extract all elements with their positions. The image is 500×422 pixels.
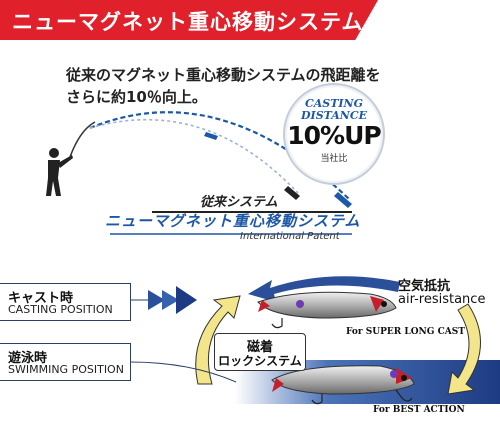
description: 従来のマグネット重心移動システムの飛距離を さらに約10％向上。: [66, 64, 396, 108]
swimming-position-label: 遊泳時 SWIMMING POSITION: [0, 343, 131, 381]
casting-arrow-2: [162, 290, 179, 310]
new-system-label: ニューマグネット重心移動システム: [105, 212, 361, 230]
badge-line-2: DISTANCE: [301, 109, 367, 122]
swimming-hook-1: [311, 394, 323, 405]
swimming-label-jp: 遊泳時: [8, 351, 48, 366]
legacy-system-tag: 従来システム: [152, 191, 352, 213]
angler-figure: [46, 148, 73, 196]
air-resistance-arrow: [248, 276, 400, 302]
lure-marker-new: [334, 192, 352, 208]
casting-arrow-1: [148, 290, 165, 310]
badge-line-1: CASTING: [304, 97, 363, 110]
swimming-label-en: SWIMMING POSITION: [8, 363, 124, 376]
air-resistance-label-jp: 空気抵抗: [398, 279, 451, 294]
yellow-cycle-arrow-right: [447, 303, 481, 395]
legacy-system-label: 従来システム: [200, 195, 278, 210]
magnet-lock-line-1: 磁着: [246, 340, 273, 355]
description-line-2: さらに約10％向上。: [66, 88, 207, 106]
casting-position-label: キャスト時 CASTING POSITION: [0, 283, 131, 321]
lure-marker-mid: [204, 132, 218, 140]
header-banner: [0, 0, 378, 40]
magnet-lock-box: 磁着 ロックシステム: [214, 333, 306, 371]
casting-label-en: CASTING POSITION: [8, 303, 113, 316]
casting-label-jp: キャスト時: [8, 291, 74, 306]
yellow-cycle-arrow-left: [195, 295, 241, 385]
air-resistance-label-en: air-resistance: [398, 292, 486, 307]
description-line-1: 従来のマグネット重心移動システムの飛距離を: [66, 66, 381, 84]
swimming-connector: [129, 361, 237, 383]
swimming-hook-2: [395, 389, 413, 402]
badge-note: 当社比: [320, 154, 348, 164]
magnet-lock-line-2: ロックシステム: [218, 354, 302, 368]
lure-marker-legacy: [284, 186, 300, 200]
lure-casting: [257, 291, 397, 329]
badge-value: 10%UP: [287, 121, 381, 150]
lure-swimming: [271, 365, 415, 405]
casting-hook: [271, 318, 283, 329]
casting-arrow-3: [176, 286, 197, 314]
patent-label: International Patent: [240, 231, 340, 242]
fishing-rod: [69, 121, 96, 158]
super-long-cast-tag: For SUPER LONG CAST: [346, 327, 465, 337]
casting-distance-badge: CASTING DISTANCE 10%UP 当社比: [283, 83, 385, 185]
page-title: ニューマグネット重心移動システム: [12, 10, 364, 34]
best-action-tag: For BEST ACTION: [373, 405, 465, 415]
